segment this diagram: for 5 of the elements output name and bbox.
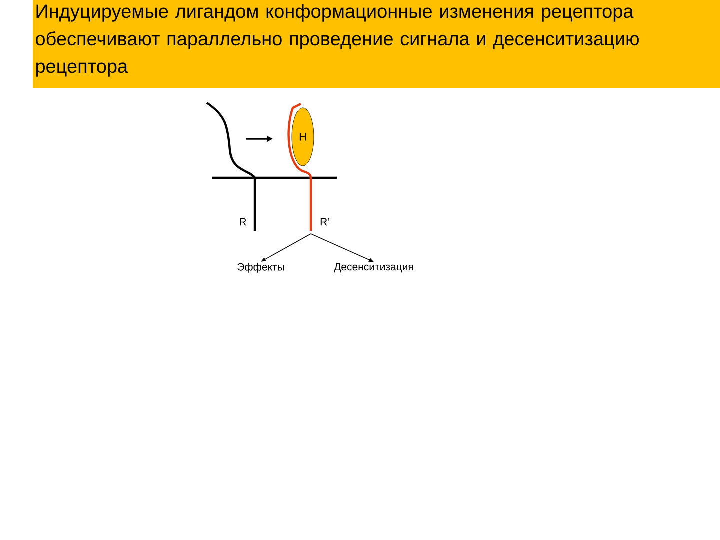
receptor-label: R xyxy=(240,218,246,226)
title-banner: Индуцируемые лигандом конформационные изменения рецептора обеспечивают параллельно проведение сигнала и десенситизацию рецептора xyxy=(33,0,720,88)
effect-label: Эффекты xyxy=(238,263,284,273)
receptor-line xyxy=(288,103,312,231)
effect-label: Десенситизация xyxy=(334,263,414,273)
